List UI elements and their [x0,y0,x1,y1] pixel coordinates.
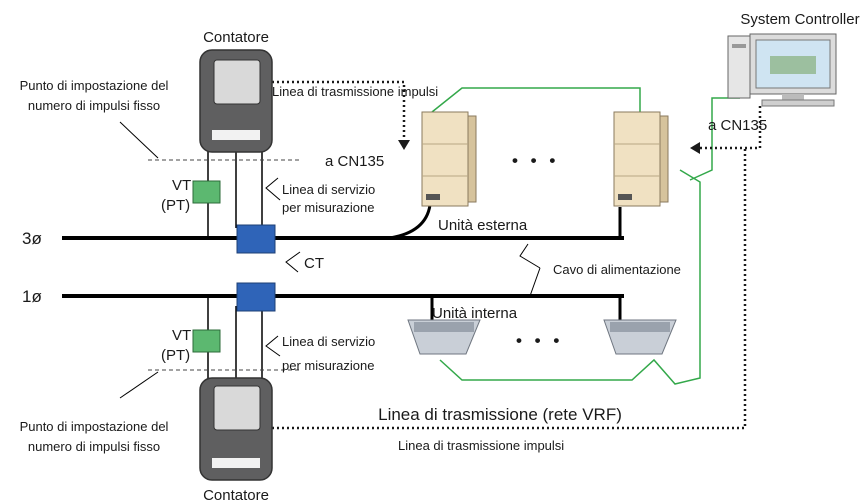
outdoor-unit-left [421,111,477,207]
indoor-ellipsis: • • • [516,331,563,350]
outdoor-ellipsis: • • • [512,151,559,170]
vrf-line-outdoor [431,87,641,113]
meter-bottom-label: Contatore [203,487,269,504]
pulse-line-right [700,106,762,150]
service-line-top-2: per misurazione [282,200,375,215]
system-controller-pc [727,33,837,107]
callout-lines [119,121,541,399]
pulse-fixed-bottom-line1: Punto di impostazione del [20,419,169,434]
service-line-bottom-2: per misurazione [282,358,375,373]
meter-bottom [199,377,273,481]
vt-top-box [192,180,221,204]
indoor-unit-label: Unità interna [432,305,518,322]
pulse-fixed-top-line1: Punto di impostazione del [20,78,169,93]
vrf-line-label: Linea di trasmissione (rete VRF) [378,405,622,424]
pt-top-label: (PT) [161,197,190,214]
pulse-fixed-bottom-line2: numero di impulsi fisso [28,439,160,454]
pulse-line-top-label: Linea di trasmissione impulsi [272,84,438,99]
pt-bottom-label: (PT) [161,347,190,364]
meter-top-label: Contatore [203,29,269,46]
service-line-top-1: Linea di servizio [282,182,375,197]
indoor-unit-left [407,319,481,355]
cn135-right-label: a CN135 [708,117,767,134]
outdoor-drop [389,204,432,240]
ct-single-phase-box [236,282,276,312]
cn135-left-label: a CN135 [325,153,384,170]
single-phase-label: 1ø [22,287,42,306]
vrf-line-indoor [439,169,701,385]
vt-bottom-box [192,329,221,353]
pulse-line-bottom [262,148,747,430]
pulse-arrow-right [690,142,700,154]
pulse-fixed-top-line2: numero di impulsi fisso [28,98,160,113]
service-line-bottom-1: Linea di servizio [282,334,375,349]
system-controller-label: System Controller [740,11,859,28]
pulse-lines [262,80,762,430]
ct-three-phase-box [236,224,276,254]
vrf-transmission-line [431,87,740,385]
meter-top [199,49,273,153]
pulse-line-top [262,80,406,140]
power-cable-label: Cavo di alimentazione [553,262,681,277]
ct-label: CT [304,255,324,272]
indoor-unit-right [603,319,677,355]
outdoor-unit-label: Unità esterna [438,217,528,234]
pulse-line-bottom-label: Linea di trasmissione impulsi [398,438,564,453]
outdoor-unit-right [613,111,669,207]
pulse-arrow-top [398,140,410,150]
three-phase-label: 3ø [22,229,42,248]
vt-bottom-label: VT [172,327,191,344]
vt-top-label: VT [172,177,191,194]
vrf-line-controller [689,97,740,181]
